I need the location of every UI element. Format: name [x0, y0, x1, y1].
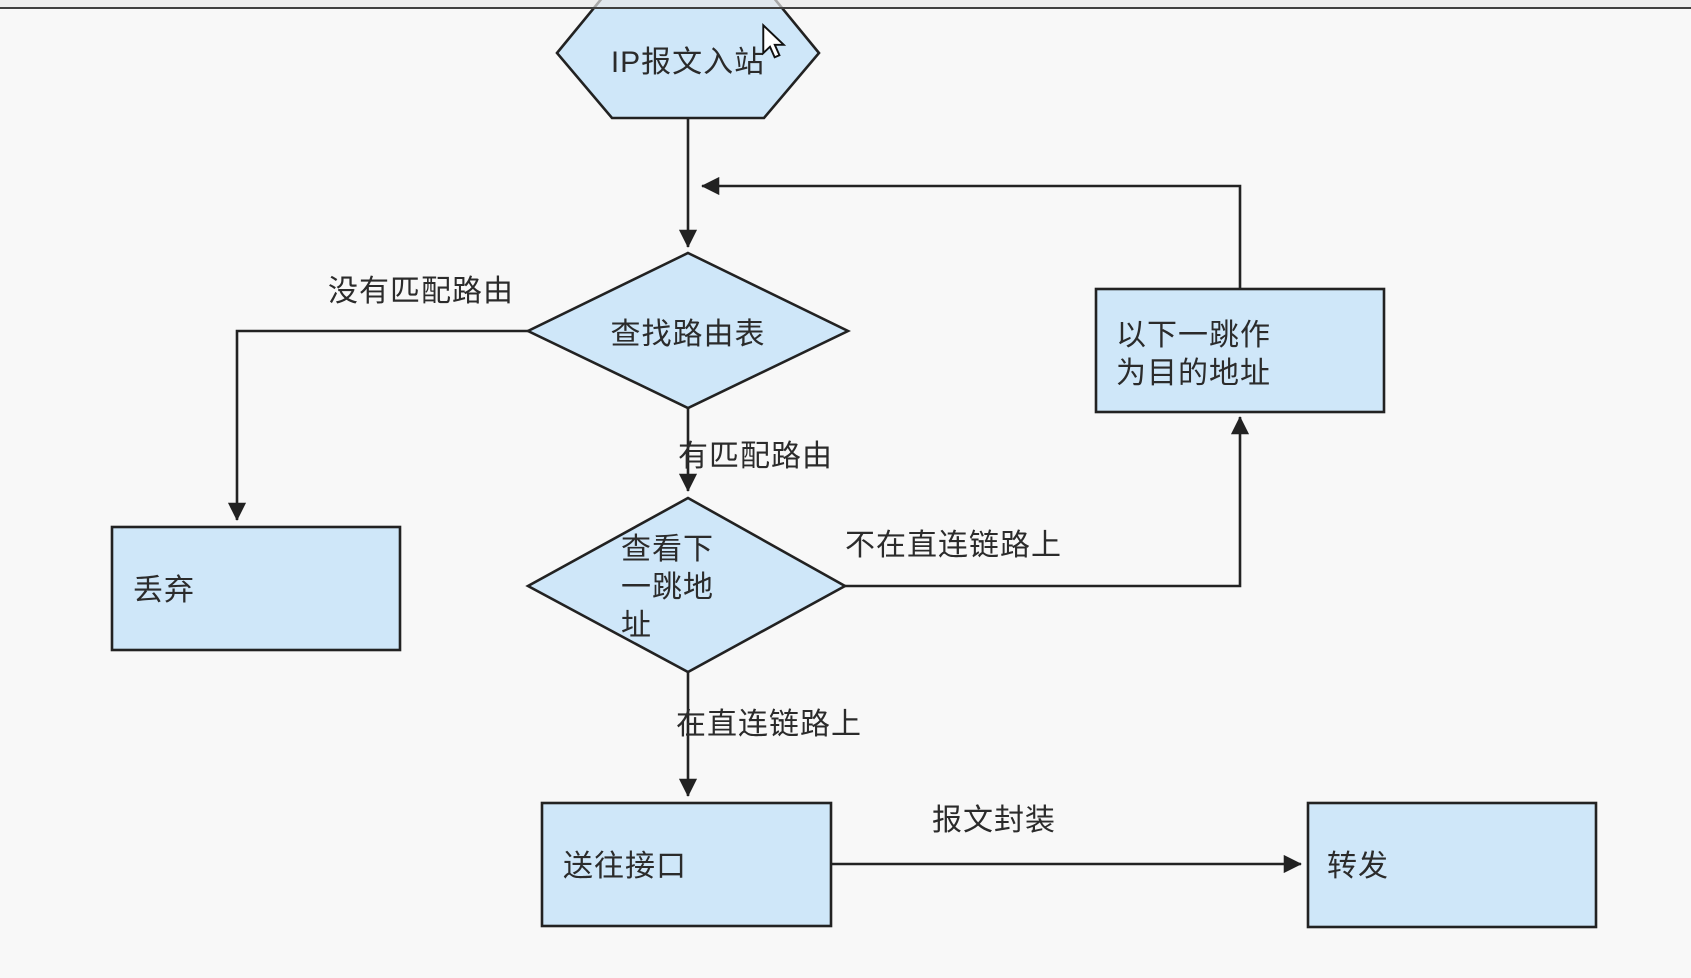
mouse-cursor-icon [762, 23, 787, 59]
window-top-strip [0, 0, 1691, 7]
node-label-start: IP报文入站 [610, 46, 766, 79]
node-label-discard: 丢弃 [133, 574, 195, 607]
node-label-send-to-interface: 送往接口 [563, 850, 687, 883]
edge-not-on-direct-link [845, 416, 1250, 588]
edge-label-encapsulate: 报文封装 [932, 804, 1056, 837]
forward-rect-shape [1306, 801, 1598, 929]
node-label-lookup-route: 查找路由表 [610, 318, 766, 351]
start-hexagon-shape [555, 0, 821, 120]
edge-label-no-match: 没有匹配路由 [328, 275, 514, 308]
edge-label-on-direct-link: 在直连链路上 [676, 708, 862, 741]
check-next-hop-diamond-shape [525, 496, 848, 674]
lookup-route-diamond-shape [525, 251, 851, 410]
edge-label-not-on-direct-link: 不在直连链路上 [845, 529, 1062, 562]
node-label-forward: 转发 [1327, 850, 1389, 883]
edge-no-match [227, 329, 528, 521]
window-top-border-line [0, 7, 1691, 9]
node-label-next-hop-as-dest: 以下一跳作 为目的地址 [1116, 319, 1271, 390]
node-label-check-next-hop: 查看下 一跳地 址 [621, 533, 714, 642]
edge-label-match: 有匹配路由 [678, 440, 833, 473]
send-to-interface-rect-shape [540, 801, 833, 928]
discard-rect-shape [110, 525, 402, 652]
next-hop-as-dest-rect-shape [1094, 287, 1386, 414]
edge-loop-back [701, 176, 1242, 289]
